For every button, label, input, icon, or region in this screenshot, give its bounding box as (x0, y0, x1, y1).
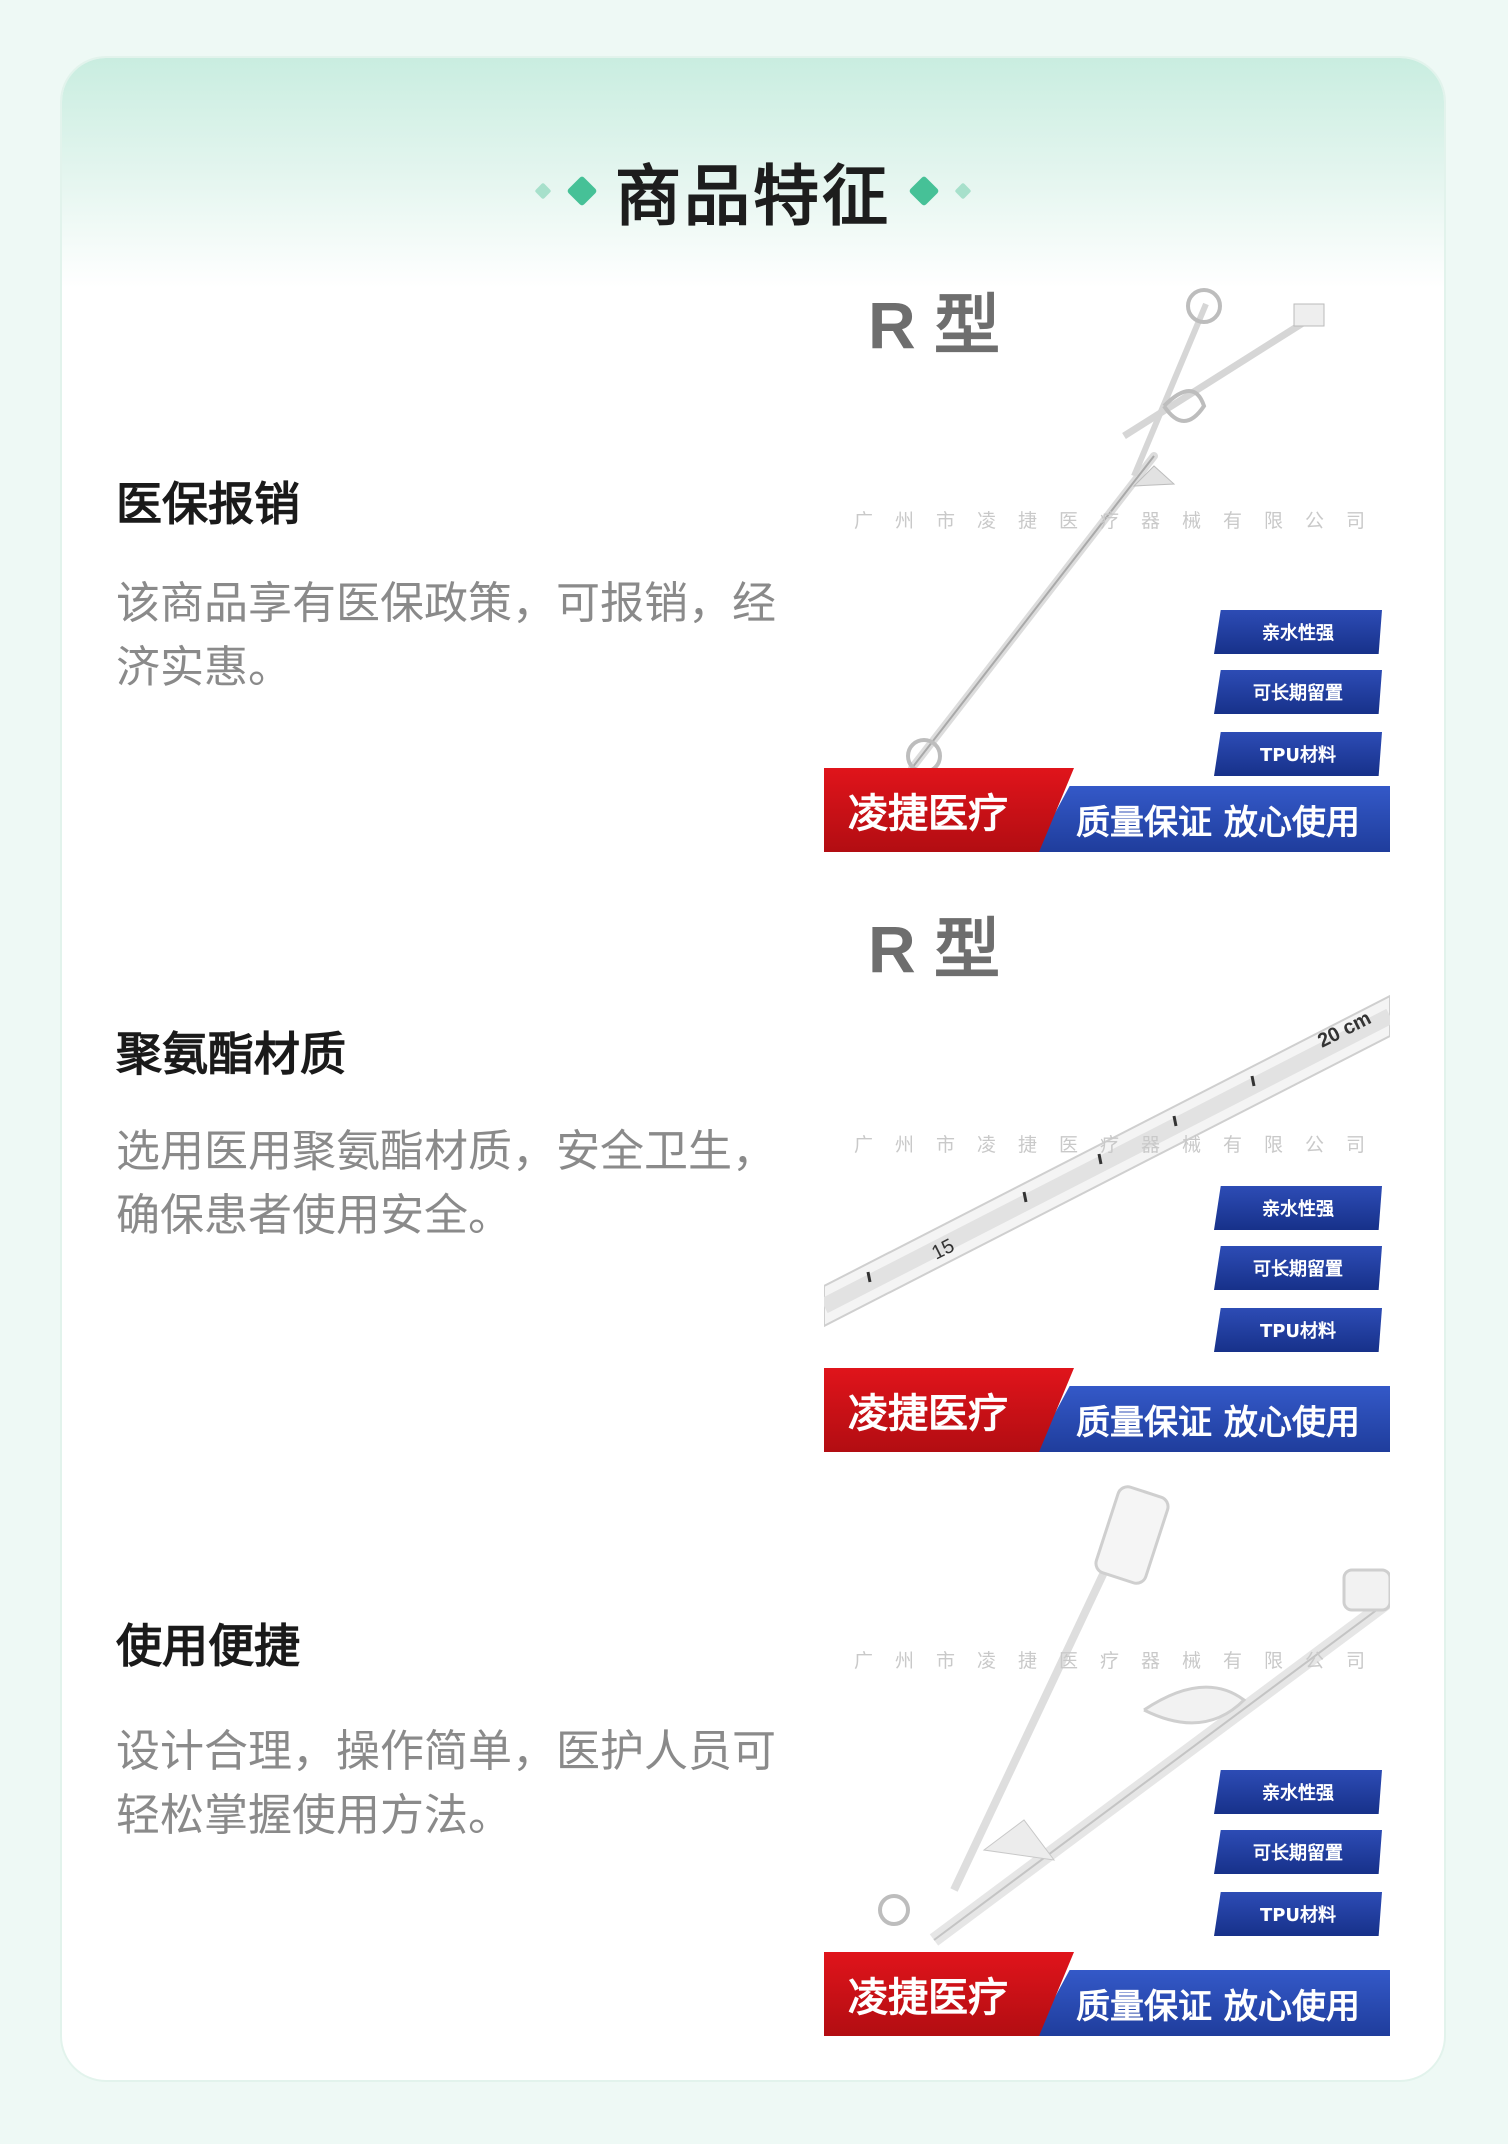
tag-long-term: 可长期留置 (1214, 670, 1382, 714)
tag-long-term: 可长期留置 (1214, 1246, 1382, 1290)
feature-title: 聚氨酯材质 (116, 1027, 346, 1081)
feature-title: 医保报销 (116, 477, 300, 531)
product-image: 15 20 cm R 型 广州市凌捷医疗器械有限公司 亲水性强 可长期留置 TP… (824, 886, 1390, 1452)
slogan-banner: 质量保证 放心使用 (1034, 1970, 1390, 2036)
watermark: 广州市凌捷医疗器械有限公司 (854, 1134, 1388, 1156)
product-image: 广州市凌捷医疗器械有限公司 亲水性强 可长期留置 TPU材料 质量保证 放心使用… (824, 1470, 1390, 2036)
section-title-bar: 商品特征 (62, 136, 1444, 246)
type-label: R 型 (868, 912, 1000, 986)
tag-tpu: TPU材料 (1214, 732, 1382, 776)
brand-banner: 凌捷医疗 (824, 768, 1074, 852)
slogan-banner: 质量保证 放心使用 (1034, 786, 1390, 852)
left-diamond-icon (534, 175, 598, 207)
tag-tpu: TPU材料 (1214, 1892, 1382, 1936)
watermark: 广州市凌捷医疗器械有限公司 (854, 510, 1388, 532)
watermark: 广州市凌捷医疗器械有限公司 (854, 1650, 1388, 1672)
feature-description: 选用医用聚氨酯材质，安全卫生，确保患者使用安全。 (116, 1126, 776, 1241)
feature-card: 商品特征 医保报销 该商品享有医保政策，可报销，经济实惠。 R 型 广州市凌捷医… (62, 58, 1444, 2080)
tag-hydrophilic: 亲水性强 (1214, 1186, 1382, 1230)
feature-item-material: 聚氨酯材质 选用医用聚氨酯材质，安全卫生，确保患者使用安全。 15 20 cm … (62, 886, 1444, 1456)
slogan-banner: 质量保证 放心使用 (1034, 1386, 1390, 1452)
card-header (62, 58, 1444, 288)
catheter-scale-illustration: 15 20 cm (824, 994, 1390, 1328)
tag-tpu: TPU材料 (1214, 1308, 1382, 1352)
feature-description: 该商品享有医保政策，可报销，经济实惠。 (116, 578, 776, 693)
tag-hydrophilic: 亲水性强 (1214, 610, 1382, 654)
feature-item-convenience: 使用便捷 设计合理，操作简单，医护人员可轻松掌握使用方法。 广州市凌捷医疗器械有… (62, 1470, 1444, 2040)
section-title: 商品特征 (615, 158, 891, 235)
feature-description: 设计合理，操作简单，医护人员可轻松掌握使用方法。 (116, 1726, 776, 1841)
brand-banner: 凌捷医疗 (824, 1368, 1074, 1452)
feature-item-insurance: 医保报销 该商品享有医保政策，可报销，经济实惠。 R 型 广州市凌捷医疗器械有限… (62, 286, 1444, 856)
tag-long-term: 可长期留置 (1214, 1830, 1382, 1874)
catheter-connector-illustration (878, 1485, 1390, 1946)
type-label: R 型 (868, 288, 1000, 362)
product-image: R 型 广州市凌捷医疗器械有限公司 亲水性强 可长期留置 TPU材料 质量保证 … (824, 286, 1390, 852)
right-diamond-icon (908, 175, 972, 207)
brand-banner: 凌捷医疗 (824, 1952, 1074, 2036)
tag-hydrophilic: 亲水性强 (1214, 1770, 1382, 1814)
feature-title: 使用便捷 (116, 1619, 300, 1673)
